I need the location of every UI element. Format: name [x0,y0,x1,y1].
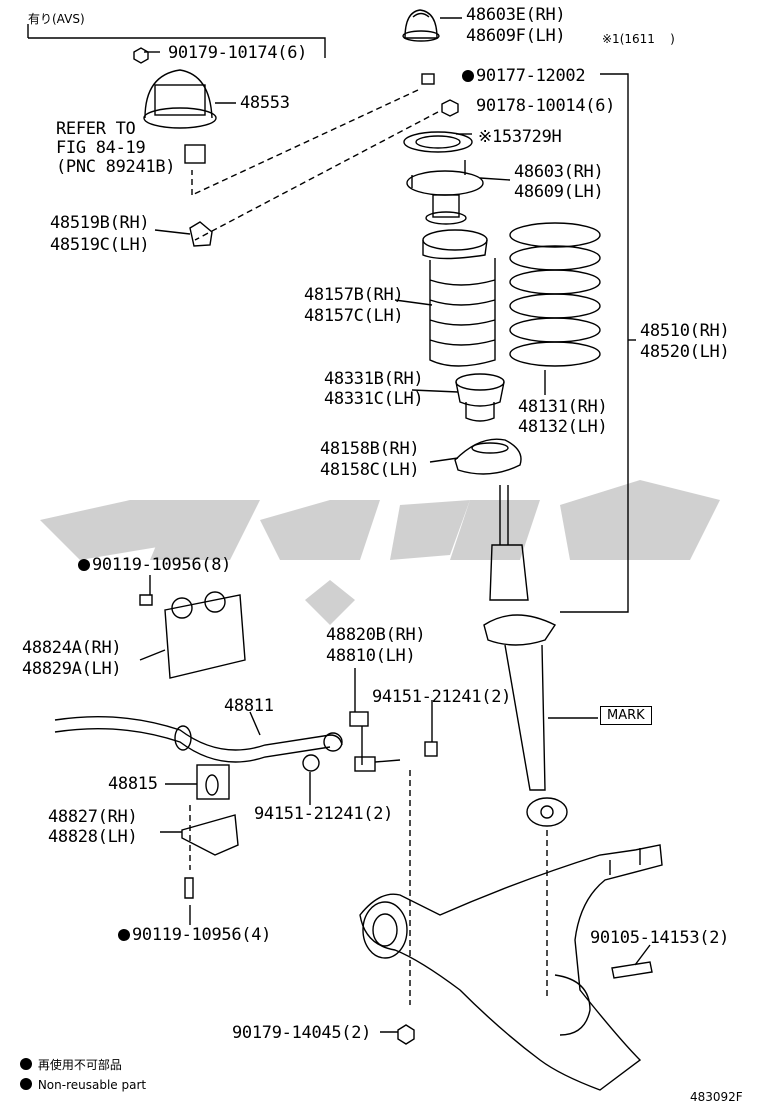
non-reusable-dot-icon [20,1058,32,1070]
label-48158B: 48158B(RH) [320,439,420,459]
refer-line-3: (PNC 89241B) [56,157,176,177]
non-reusable-dot-icon [462,70,474,82]
label-48157C: 48157C(LH) [304,306,404,326]
label-48827: 48827(RH) [48,807,138,827]
upper-mount-cap [404,9,438,39]
legend-jp: 再使用不可部品 [20,1058,122,1072]
non-reusable-dot-icon [118,929,130,941]
label-48520: 48520(LH) [640,342,730,362]
label-48829A: 48829A(LH) [22,659,122,679]
label-90179-14045: 90179-14045(2) [232,1023,372,1043]
legend-en: Non-reusable part [20,1078,146,1092]
label-48519B: 48519B(RH) [50,213,150,233]
label-48609F: 48609F(LH) [466,26,566,46]
label-48824A: 48824A(RH) [22,638,122,658]
label-48158C: 48158C(LH) [320,460,420,480]
label-90119-8: 90119-10956(8) [78,556,231,575]
watermark-logo [40,480,720,625]
label-48810: 48810(LH) [326,646,416,666]
label-90177: 90177-12002 [462,67,586,86]
refer-line-2: FIG 84-19 [56,138,146,158]
label-48157B: 48157B(RH) [304,285,404,305]
label-48131: 48131(RH) [518,397,608,417]
label-48510: 48510(RH) [640,321,730,341]
label-90178: 90178-10014(6) [476,96,616,116]
non-reusable-dot-icon [20,1078,32,1090]
label-48815: 48815 [108,774,158,794]
label-48331C: 48331C(LH) [324,389,424,409]
label-48519C: 48519C(LH) [50,235,150,255]
label-48603E: 48603E(RH) [466,5,566,25]
note-right: ※1(1611 ) [602,32,675,46]
label-53729H: ※153729H [478,127,562,147]
label-48828: 48828(LH) [48,827,138,847]
mark-box: MARK [600,706,652,725]
label-48811: 48811 [224,696,274,716]
avs-label: 有り(AVS) [28,12,85,26]
label-48603: 48603(RH) [514,162,604,182]
diagram-id: 483092F [690,1090,743,1104]
label-94151-upper: 94151-21241(2) [372,687,512,707]
label-90179-10174: 90179-10174(6) [168,43,308,63]
label-48609: 48609(LH) [514,182,604,202]
label-48820B: 48820B(RH) [326,625,426,645]
label-90105: 90105-14153(2) [590,928,730,948]
label-48331B: 48331B(RH) [324,369,424,389]
label-48553: 48553 [240,93,290,113]
non-reusable-dot-icon [78,559,90,571]
label-94151-lower: 94151-21241(2) [254,804,394,824]
label-48132: 48132(LH) [518,417,608,437]
label-90119-4: 90119-10956(4) [118,926,271,945]
refer-line-1: REFER TO [56,119,136,139]
